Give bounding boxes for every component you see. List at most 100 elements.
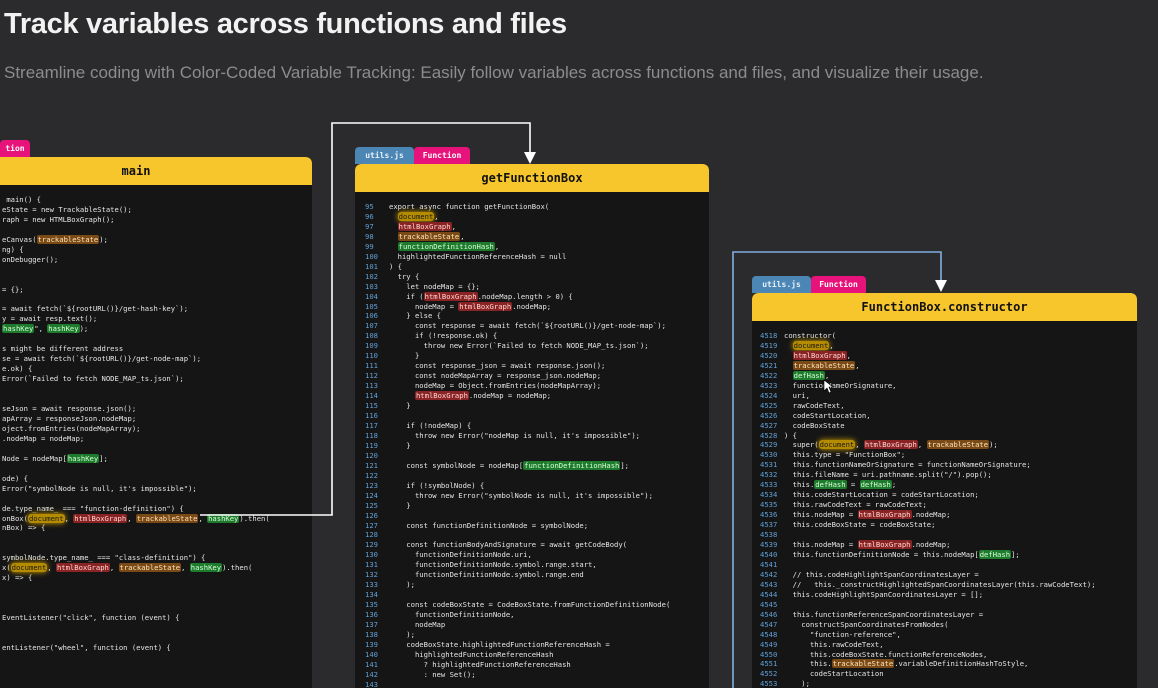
constructor-kind-tab[interactable]: Function <box>811 276 866 293</box>
constructor-line-number: 4532 <box>760 470 778 480</box>
variable-highlight-document[interactable]: document <box>792 340 830 350</box>
getfunctionbox-line-number: 97 <box>365 221 374 231</box>
constructor-code-line: 4551 this.trackableState.variableDefinit… <box>760 659 1096 669</box>
constructor-code-line: 4550 this.codeBoxState.functionReference… <box>760 650 1096 660</box>
variable-highlight-htmlboxgraph[interactable]: htmlBoxGraph <box>414 391 469 401</box>
getfunctionbox-line-text: highlightedFunctionReferenceHash <box>389 649 554 659</box>
constructor-code-line: 4542 // this.codeHighlightSpanCoordinate… <box>760 570 1096 580</box>
getfunctionbox-line-text: export async function getFunctionBox( <box>389 202 550 211</box>
getfunctionbox-line-number: 107 <box>365 321 378 331</box>
main-code-line: s might be different address <box>2 344 124 354</box>
getfunctionbox-line-text: functionDefinitionNode.symbol.range.star… <box>389 560 597 570</box>
variable-highlight-trackablestate[interactable]: trackableState <box>36 234 100 244</box>
variable-highlight-htmlboxgraph[interactable]: htmlBoxGraph <box>397 221 452 231</box>
variable-highlight-functiondefinitionhash[interactable]: functionDefinitionHash <box>523 460 621 470</box>
variable-highlight-trackablestate[interactable]: trackableState <box>397 231 461 241</box>
getfunctionbox-line-number: 127 <box>365 520 378 530</box>
constructor-file-tab[interactable]: utils.js <box>752 276 811 293</box>
main-code-line: onDebugger(); <box>2 254 59 264</box>
variable-highlight-htmlboxgraph[interactable]: htmlBoxGraph <box>55 563 110 573</box>
variable-highlight-functiondefinitionhash[interactable]: functionDefinitionHash <box>397 241 495 251</box>
getfunctionbox-line-text: if (!response.ok) { <box>389 331 498 341</box>
variable-highlight-htmlboxgraph[interactable]: htmlBoxGraph <box>863 440 918 450</box>
getfunctionbox-line-number: 135 <box>365 600 378 610</box>
main-code-line: main() { <box>2 195 41 204</box>
getfunctionbox-line-text: document, <box>397 211 439 221</box>
constructor-code-line: 4548 "function-reference", <box>760 630 1096 640</box>
main-code-line: de.type_name_ === "function-definition")… <box>2 503 184 513</box>
constructor-line-number: 4522 <box>760 370 778 380</box>
getfunctionbox-code-line: 125 } <box>365 501 670 511</box>
constructor-code-line: 4527 codeBoxState <box>760 421 1096 431</box>
main-kind-tab[interactable]: tion <box>0 140 30 157</box>
variable-highlight-trackablestate[interactable]: trackableState <box>926 440 990 450</box>
getfunctionbox-code-line: 137 nodeMap <box>365 620 670 630</box>
variable-highlight-trackablestate[interactable]: trackableState <box>118 563 182 573</box>
main-code-box[interactable]: main main() {eState = new TrackableState… <box>0 157 312 688</box>
getfunctionbox-line-number: 132 <box>365 570 378 580</box>
getfunctionbox-header[interactable]: getFunctionBox <box>355 164 709 192</box>
variable-highlight-hashkey[interactable]: hashKey <box>2 324 35 334</box>
getfunctionbox-file-tab[interactable]: utils.js <box>355 147 414 164</box>
constructor-code-line: 4546 this.functionReferenceSpanCoordinat… <box>760 610 1096 620</box>
getfunctionbox-line-number: 122 <box>365 470 378 480</box>
variable-highlight-htmlboxgraph[interactable]: htmlBoxGraph <box>792 350 847 360</box>
variable-highlight-document[interactable]: document <box>27 513 65 523</box>
main-box-header[interactable]: main <box>0 157 312 185</box>
constructor-header[interactable]: FunctionBox.constructor <box>752 293 1137 321</box>
variable-highlight-defhash[interactable]: defHash <box>859 480 892 490</box>
getfunctionbox-kind-tab[interactable]: Function <box>414 147 470 164</box>
constructor-line-text: this.codeBoxState.functionReferenceNodes… <box>784 649 988 659</box>
getfunctionbox-code-line: 102 try { <box>365 272 670 282</box>
getfunctionbox-line-text: if (!symbolNode) { <box>389 480 485 490</box>
constructor-line-number: 4540 <box>760 549 778 559</box>
getfunctionbox-line-text: functionDefinitionNode.symbol.range.end <box>389 570 584 580</box>
getfunctionbox-line-text: highlightedFunctionReferenceHash = null <box>389 251 567 261</box>
variable-highlight-document[interactable]: document <box>10 563 48 573</box>
constructor-line-number: 4535 <box>760 500 778 510</box>
variable-highlight-defhash[interactable]: defHash <box>814 480 847 490</box>
variable-highlight-document[interactable]: document <box>818 440 856 450</box>
variable-highlight-defhash[interactable]: defHash <box>978 549 1012 559</box>
getfunctionbox-line-number: 111 <box>365 361 378 371</box>
getfunctionbox-line-text: const functionBodyAndSignature = await g… <box>389 540 627 550</box>
main-code-line: ode) { <box>2 473 28 483</box>
variable-highlight-htmlboxgraph[interactable]: htmlBoxGraph <box>73 513 128 523</box>
variable-highlight-hashkey[interactable]: hashKey <box>189 563 223 573</box>
constructor-line-text: constructor( <box>784 331 836 340</box>
constructor-code-body: 4518 constructor(4519 document,4520 htmlB… <box>760 331 1096 688</box>
variable-highlight-htmlboxgraph[interactable]: htmlBoxGraph <box>423 291 478 301</box>
variable-highlight-hashkey[interactable]: hashKey <box>66 453 100 463</box>
getfunctionbox-code-line: 131 functionDefinitionNode.symbol.range.… <box>365 560 670 570</box>
constructor-line-text: htmlBoxGraph, <box>792 350 851 360</box>
variable-highlight-trackablestate[interactable]: trackableState <box>831 659 895 669</box>
getfunctionbox-code-line: 134 <box>365 590 670 600</box>
variable-highlight-htmlboxgraph[interactable]: htmlBoxGraph <box>857 540 912 550</box>
constructor-line-number: 4524 <box>760 390 778 400</box>
constructor-code-line: 4519 document, <box>760 340 1096 351</box>
getfunctionbox-line-number: 118 <box>365 430 378 440</box>
variable-highlight-hashkey[interactable]: hashKey <box>47 324 80 334</box>
getfunctionbox-code-line: 143 <box>365 680 670 688</box>
variable-highlight-htmlboxgraph[interactable]: htmlBoxGraph <box>458 301 513 311</box>
getfunctionbox-line-text: throw new Error("symbolNode is null, it'… <box>389 490 653 500</box>
variable-highlight-defhash[interactable]: defHash <box>792 370 825 380</box>
variable-highlight-trackablestate[interactable]: trackableState <box>135 513 199 523</box>
constructor-code-line: 4522 defHash, <box>760 370 1096 381</box>
getfunctionbox-line-number: 129 <box>365 540 378 550</box>
getfunctionbox-code-line: 111 const response_json = await response… <box>365 361 670 371</box>
getfunctionbox-code-line: 124 throw new Error("symbolNode is null,… <box>365 491 670 501</box>
constructor-line-number: 4518 <box>760 331 778 340</box>
constructor-line-number: 4520 <box>760 350 778 360</box>
getfunctionbox-code-line: 112 const nodeMapArray = response_json.n… <box>365 371 670 381</box>
constructor-code-box[interactable]: FunctionBox.constructor 4518 constructor(… <box>752 293 1137 688</box>
variable-highlight-trackablestate[interactable]: trackableState <box>792 360 856 370</box>
main-code-line: e.ok) { <box>2 364 33 374</box>
constructor-line-text: // this.codeHighlightSpanCoordinatesLaye… <box>784 569 979 579</box>
main-code-line: .nodeMap = nodeMap; <box>2 433 85 443</box>
variable-highlight-document[interactable]: document <box>397 211 435 221</box>
variable-highlight-htmlboxgraph[interactable]: htmlBoxGraph <box>857 510 912 520</box>
variable-highlight-hashkey[interactable]: hashKey <box>207 513 240 523</box>
